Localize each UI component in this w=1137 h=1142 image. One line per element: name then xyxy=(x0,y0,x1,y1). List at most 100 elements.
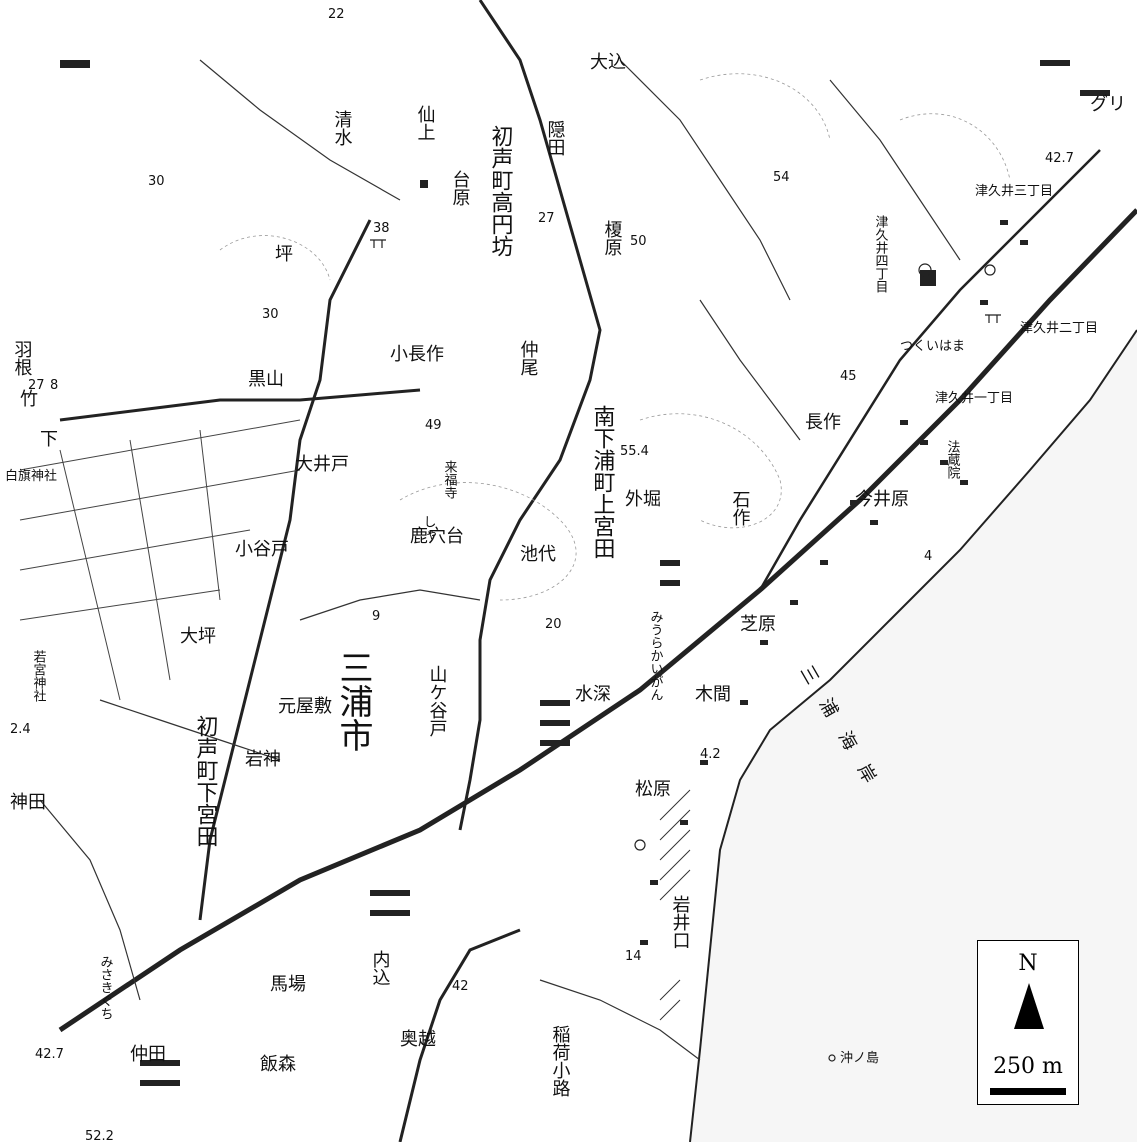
label-nakada: 仲田 xyxy=(130,1044,166,1065)
label-sha: しゃ xyxy=(421,515,436,541)
scale-bar xyxy=(990,1088,1066,1095)
label-rai-fukuji: 来福寺 xyxy=(442,460,458,499)
label-ookomi: 大込 xyxy=(590,52,626,73)
temple-icon xyxy=(634,839,646,851)
label-sotobori: 外堀 xyxy=(625,489,661,510)
elev-4: 4 xyxy=(924,549,932,564)
label-misakiguchi: みさきぐち xyxy=(98,955,113,1020)
elev-27b: 27 xyxy=(28,378,45,393)
scale-legend: N 250 m xyxy=(977,940,1079,1105)
label-yamagayato: 山ケ谷戸 xyxy=(427,665,448,737)
label-shimizu: 清水 xyxy=(332,110,353,146)
label-kuroyama: 黒山 xyxy=(248,369,284,390)
label-ishisaku: 石作 xyxy=(730,490,751,526)
label-iwaiguchi: 岩井口 xyxy=(670,895,691,949)
label-minamishitaura: 南下浦町上宮田 xyxy=(590,405,616,559)
label-hatsukoe-takaenbo: 初声町高円坊 xyxy=(488,125,514,257)
label-kochosaku: 小長作 xyxy=(390,344,444,365)
elev-54: 54 xyxy=(773,170,790,185)
label-inari-koji: 稲荷小路 xyxy=(550,1025,571,1097)
elevation-labels: 22 38 27 54 50 30 30 27 8 49 55.4 42.7 4… xyxy=(10,7,1074,1142)
elev-30a: 30 xyxy=(148,174,165,189)
minor-paths xyxy=(39,59,961,1061)
label-tsukuihama: つくいはま xyxy=(900,339,965,354)
label-uchikomi: 内込 xyxy=(370,950,391,986)
elev-42b: 42 xyxy=(452,979,469,994)
label-shaanadai: 鹿穴台 xyxy=(410,526,464,547)
elev-42c: 42.7 xyxy=(35,1047,64,1062)
label-matsubara: 松原 xyxy=(635,779,671,800)
label-shibahara: 芝原 xyxy=(740,614,776,635)
label-tsukui-2: 津久井二丁目 xyxy=(1020,321,1098,336)
contours xyxy=(219,73,1011,601)
label-imaibara: 今井原 xyxy=(855,489,909,510)
label-chosaku: 長作 xyxy=(805,412,841,433)
buildings xyxy=(60,60,1110,1086)
label-okinoshima: 沖ノ島 xyxy=(840,1051,879,1066)
paddy-fields xyxy=(19,419,301,701)
label-hane: 羽根 xyxy=(12,340,33,376)
label-wakamiya-jinja: 若宮神社 xyxy=(31,649,47,702)
school-icon xyxy=(984,264,996,276)
map-symbols xyxy=(370,239,1001,1062)
elev-8: 8 xyxy=(50,378,58,393)
label-shita: 下 xyxy=(40,429,58,450)
label-enokibara: 榎原 xyxy=(602,220,623,256)
label-moto-yashiki: 元屋敷 xyxy=(278,696,332,717)
label-iimori: 飯森 xyxy=(260,1054,296,1075)
label-guri: グリ xyxy=(1090,94,1126,115)
label-kima: 木間 xyxy=(695,684,731,705)
label-shirahata-jinja: 白旗神社 xyxy=(5,468,57,484)
elev-20: 20 xyxy=(545,617,562,632)
elev-42a: 42.7 xyxy=(1045,151,1074,166)
label-tsukui-4: 津久井四丁目 xyxy=(873,215,889,293)
label-daibara: 台原 xyxy=(450,170,471,206)
label-oonda: 隠田 xyxy=(545,120,566,156)
elev-38: 38 xyxy=(373,221,390,236)
label-oido: 大井戸 xyxy=(295,454,349,475)
label-tsukui-3: 津久井三丁目 xyxy=(975,184,1053,199)
elev-52: 52.2 xyxy=(85,1129,114,1142)
elev-30b: 30 xyxy=(262,307,279,322)
label-iwagami: 岩神 xyxy=(245,749,281,770)
label-senjo: 仙上 xyxy=(415,105,436,141)
label-hatsukoe-shimomiyata: 初声町下宮田 xyxy=(193,715,219,847)
elev-4b: 4.2 xyxy=(700,747,721,762)
label-ootsubo: 大坪 xyxy=(180,626,216,647)
elev-14: 14 xyxy=(625,949,642,964)
elev-49: 49 xyxy=(425,418,442,433)
label-take: 竹 xyxy=(20,389,38,410)
elev-55: 55.4 xyxy=(620,444,649,459)
sea-area xyxy=(690,330,1137,1142)
roads xyxy=(58,0,1137,1142)
elev-27a: 27 xyxy=(538,211,555,226)
elev-9: 9 xyxy=(372,609,380,624)
label-okugoe: 奥越 xyxy=(400,1029,436,1050)
north-arrow-icon xyxy=(1014,983,1044,1029)
label-chubi: 仲尾 xyxy=(518,340,539,376)
label-koyato: 小谷戸 xyxy=(235,539,289,560)
beach-hatch xyxy=(659,789,691,1021)
place-labels: 大込 隠田 清水 仙上 初声町高円坊 台原 榎原 坪 黒山 小長作 仲尾 南下浦… xyxy=(5,52,1126,1097)
label-tsukui-1: 津久井一丁目 xyxy=(935,391,1013,406)
label-mizufuka: 水深 xyxy=(575,684,611,705)
coastline xyxy=(689,329,1137,1142)
elev-50: 50 xyxy=(630,234,647,249)
scale-distance: 250 m xyxy=(993,1054,1063,1079)
post-office-icon xyxy=(918,263,932,277)
elev-45: 45 xyxy=(840,369,857,384)
label-miura-shi: 三浦市 xyxy=(333,650,373,752)
island-icon xyxy=(828,1054,836,1062)
label-hozoin: 法蔵院 xyxy=(945,440,961,479)
label-tsuboi: 坪 xyxy=(275,244,293,265)
label-miurakaigan: みうらかいがん xyxy=(648,610,664,701)
north-label: N xyxy=(1018,951,1038,976)
elev-2-4: 2.4 xyxy=(10,722,31,737)
shrine-icon xyxy=(370,239,386,248)
elev-22: 22 xyxy=(328,7,345,22)
label-kanda: 神田 xyxy=(10,792,46,813)
label-ikedai: 池代 xyxy=(520,544,556,565)
shrine-icon-2 xyxy=(985,314,1001,323)
label-baba: 馬場 xyxy=(270,974,306,995)
